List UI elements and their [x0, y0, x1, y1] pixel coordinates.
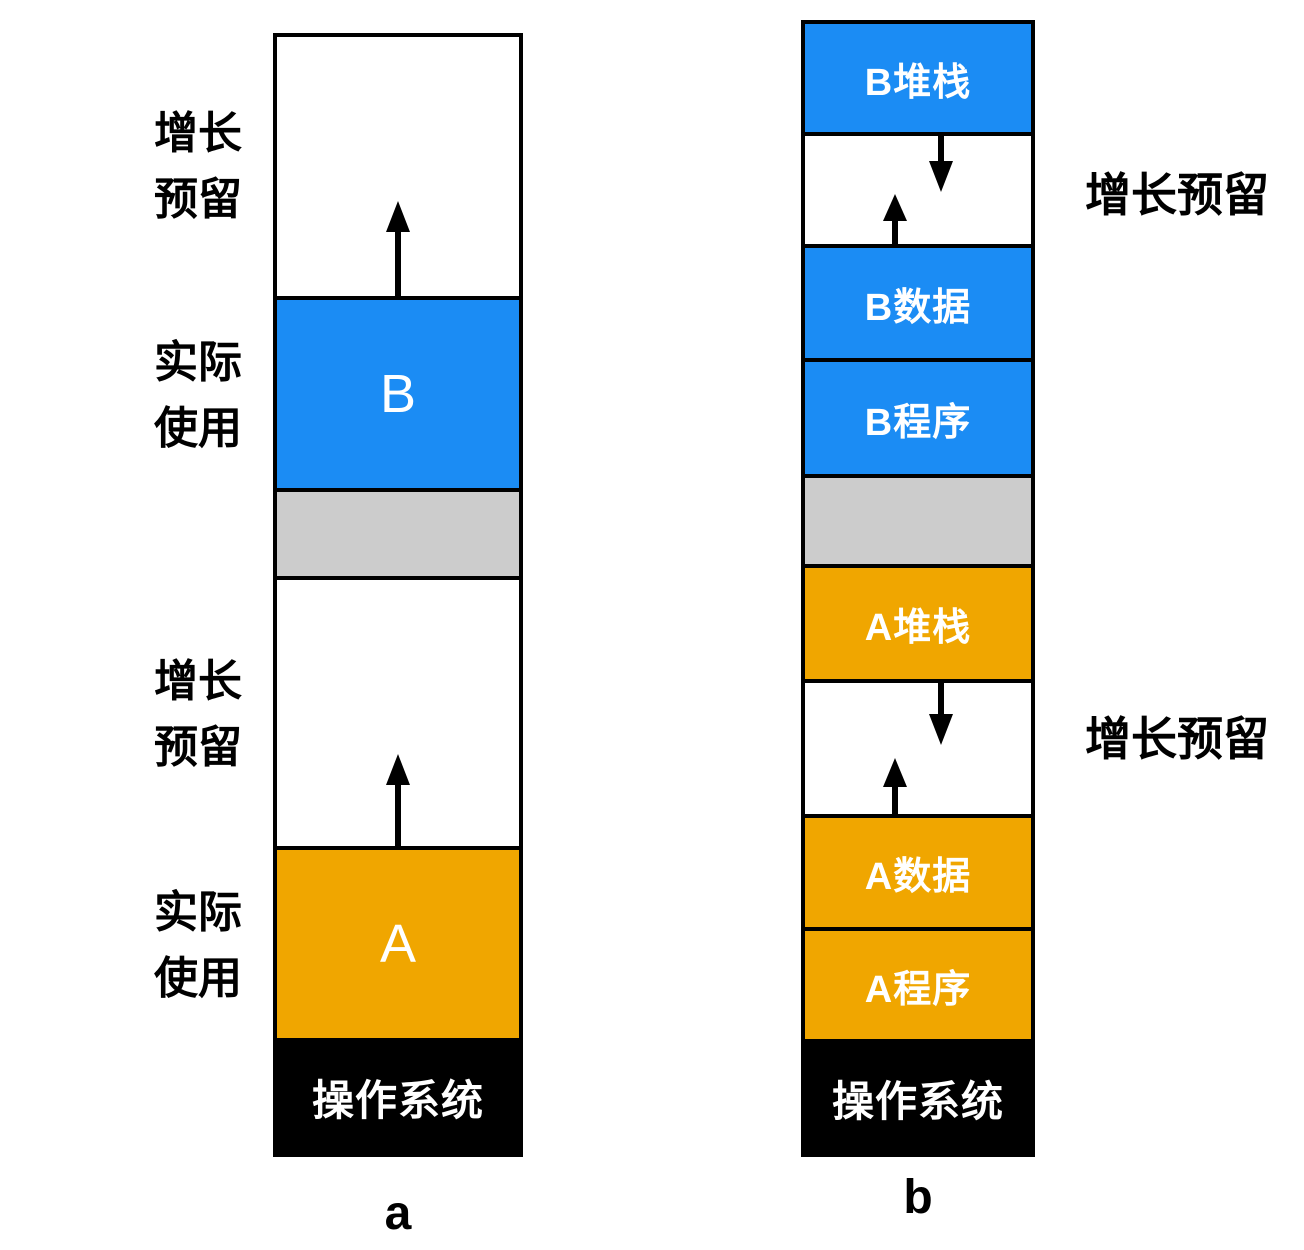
growth-down-arrow-icon	[928, 136, 953, 192]
segment-b-growth-gap	[805, 136, 1031, 248]
segment-label-b: B	[379, 364, 417, 424]
segment-a-program: A程序	[805, 931, 1031, 1043]
label-line: 增长	[154, 657, 242, 706]
segment-label-a-program: A程序	[864, 968, 972, 1011]
segment-b-used: B	[277, 300, 519, 492]
segment-free-gap	[805, 478, 1031, 568]
segment-b-program: B程序	[805, 362, 1031, 478]
label-text: 增长预留	[1085, 712, 1269, 765]
segment-b-data: B数据	[805, 248, 1031, 362]
label-line: 使用	[154, 954, 242, 1003]
segment-b-stack: B堆栈	[805, 24, 1031, 136]
label-line: 预留	[154, 723, 242, 772]
label-growth-reserved-a-gap: 增长预留	[1085, 668, 1300, 803]
caption-a: a	[384, 1187, 412, 1240]
label-line: 实际	[154, 338, 242, 387]
caption-b: b	[903, 1171, 933, 1224]
label-text: 增长预留	[1085, 169, 1269, 221]
label-line: 增长	[154, 108, 242, 158]
label-growth-reserved-b: 增长 预留	[118, 33, 278, 300]
segment-label-b-program: B程序	[864, 401, 972, 444]
segment-label-b-stack: B堆栈	[864, 61, 972, 104]
segment-label-a: A	[379, 914, 417, 974]
segment-label-b-data: B数据	[864, 286, 972, 329]
diagram-b-column: B堆栈 B数据 B程序 A堆栈	[801, 20, 1035, 1157]
label-growth-reserved-b-gap: 增长预留	[1085, 136, 1300, 248]
label-actual-use-a: 实际 使用	[118, 850, 278, 1042]
label-line: 预留	[154, 174, 242, 224]
label-line: 使用	[154, 404, 242, 453]
segment-a-growth-gap	[805, 683, 1031, 818]
segment-os: 操作系统	[805, 1043, 1031, 1153]
os-label: 操作系统	[831, 1077, 1004, 1125]
segment-os: 操作系统	[277, 1042, 519, 1153]
segment-a-data: A数据	[805, 818, 1031, 931]
segment-label-a-stack: A堆栈	[864, 607, 972, 649]
label-line: 实际	[154, 888, 242, 937]
growth-down-arrow-icon	[928, 683, 953, 745]
label-actual-use-b: 实际 使用	[118, 300, 278, 492]
growth-up-arrow-icon	[386, 201, 410, 296]
segment-a-used: A	[277, 850, 519, 1042]
segment-label-a-data: A数据	[864, 856, 972, 898]
diagram-a-column: B A 操作系统	[273, 33, 523, 1157]
os-label: 操作系统	[311, 1077, 484, 1124]
segment-b-growth-reserved	[277, 37, 519, 300]
growth-up-arrow-icon	[883, 194, 908, 244]
segment-free-gap	[277, 492, 519, 580]
growth-up-arrow-icon	[883, 758, 908, 814]
growth-up-arrow-icon	[386, 754, 410, 846]
segment-a-stack: A堆栈	[805, 568, 1031, 683]
segment-a-growth-reserved	[277, 580, 519, 850]
label-growth-reserved-a: 增长 预留	[118, 580, 278, 850]
